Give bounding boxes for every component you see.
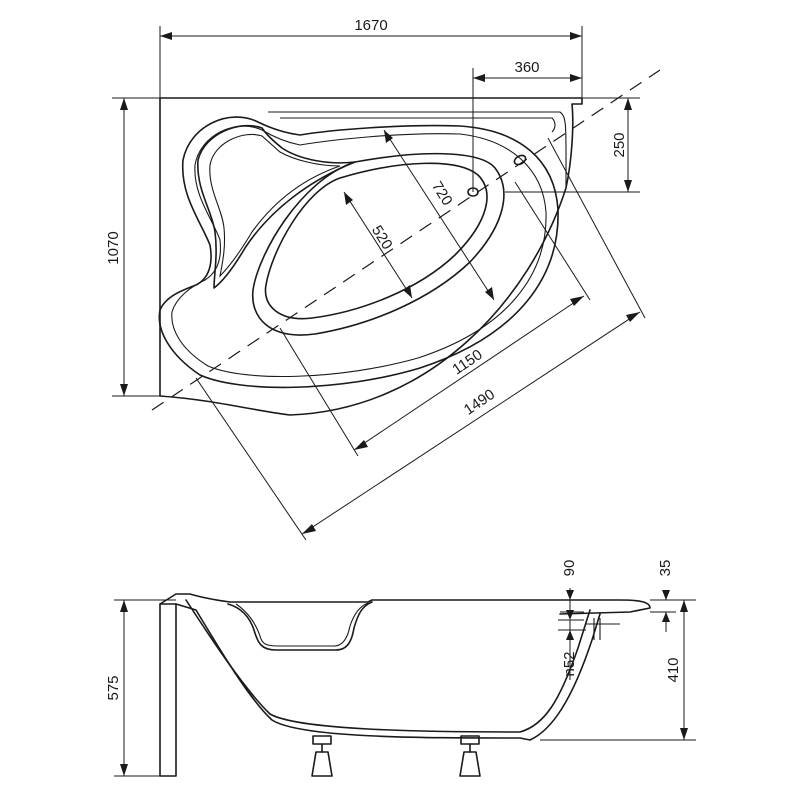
dim-1670: 1670 [354,17,387,34]
dim-35: 35 [657,560,674,577]
seat-outline [158,116,559,389]
dim-n52: n52 [561,651,578,676]
side-view: 575 410 35 90 n52 [105,560,696,777]
inner-shell [185,599,591,733]
dim-410: 410 [665,657,682,682]
center-axis [151,69,661,411]
basin-outer [251,152,505,336]
rim-back-inner [280,117,556,133]
dim-360: 360 [514,59,539,76]
dim-90: 90 [561,560,578,577]
rim-back-edge [268,111,567,189]
seat-profile-inner [235,602,369,647]
foot-right [459,735,481,777]
overflow-hole [513,154,527,166]
headrest [197,124,356,289]
foot-left [311,735,333,777]
outer-shell [175,603,601,741]
overflow-pipe [560,618,620,640]
dim-520: 520 [368,222,396,252]
dim-1490: 1490 [461,386,498,419]
dim-250: 250 [611,132,628,157]
apron-panel [159,603,177,777]
top-view: 1670 360 1070 250 520 720 [105,17,661,541]
headrest-inner [209,134,341,278]
dim-575: 575 [105,675,122,700]
rim-top [159,593,651,615]
dim-1070: 1070 [105,231,122,264]
outer-outline [159,97,583,416]
seat-profile [227,601,373,651]
